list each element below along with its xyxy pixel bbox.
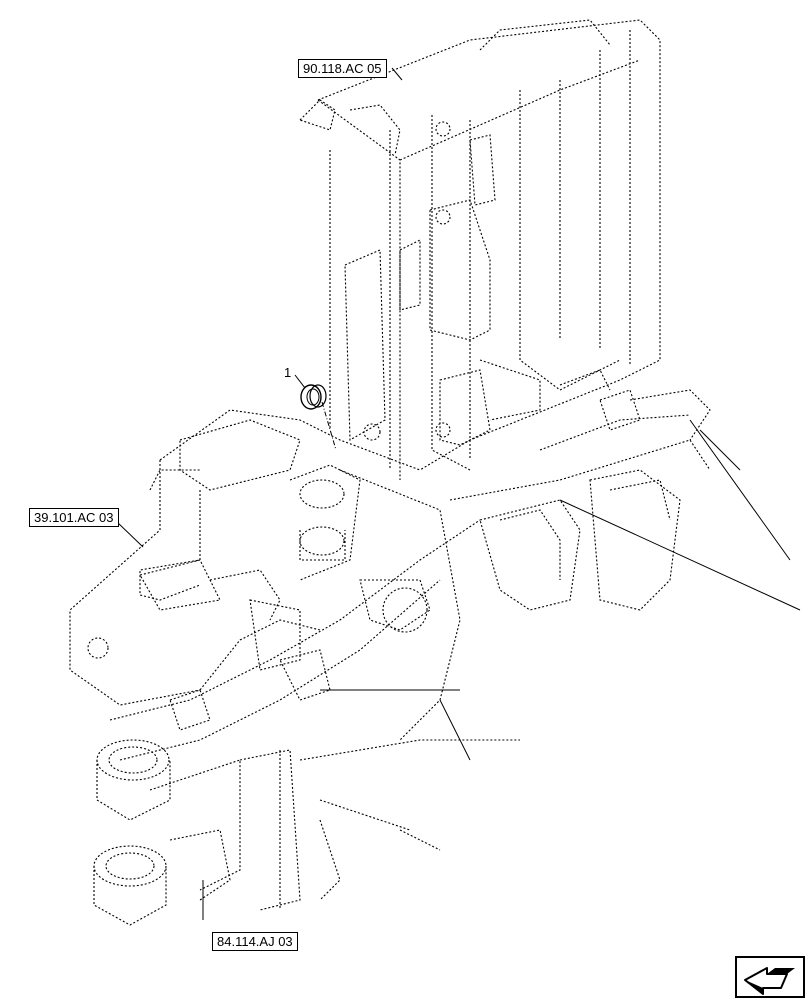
loader-frame — [69, 409, 461, 741]
part-callout-number: 1 — [284, 365, 292, 380]
part-1-seal — [294, 374, 337, 451]
arrow-icon — [744, 967, 795, 995]
navigation-arrow-button[interactable] — [735, 956, 805, 998]
boom-assembly — [93, 519, 520, 926]
ref-label-90-118-ac-05[interactable]: 90.118.AC 05 — [298, 59, 387, 78]
ref-label-84-114-aj-03[interactable]: 84.114.AJ 03 — [212, 932, 298, 951]
leader-lines — [116, 67, 403, 920]
ref-label-39-101-ac-03[interactable]: 39.101.AC 03 — [29, 508, 119, 527]
rear-components — [449, 389, 801, 611]
cooler-assembly — [298, 19, 661, 480]
